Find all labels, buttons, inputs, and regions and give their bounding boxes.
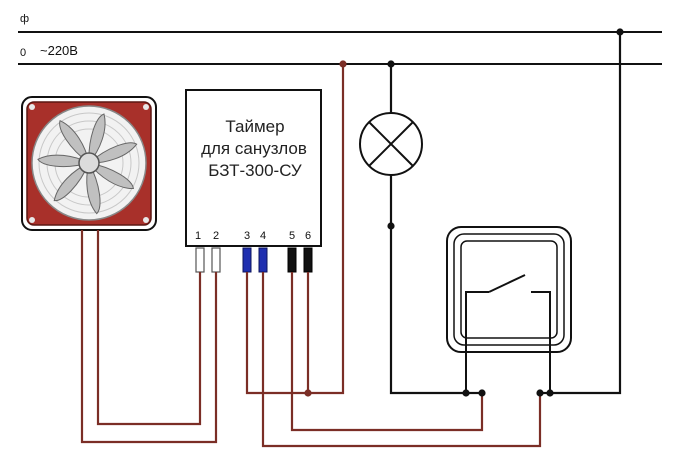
lamp-icon bbox=[359, 112, 423, 176]
junction-dots bbox=[304, 28, 624, 397]
fan-blade bbox=[37, 154, 91, 168]
terminal-stub-1 bbox=[195, 247, 205, 273]
terminal-number-1: 1 bbox=[195, 230, 201, 242]
terminal-number-2: 2 bbox=[213, 230, 219, 242]
junction-dot bbox=[462, 389, 470, 397]
terminal-number-5: 5 bbox=[289, 230, 295, 242]
junction-dot bbox=[304, 389, 312, 397]
junction-dot bbox=[536, 389, 544, 397]
timer-unit: Таймер для санузлов БЗТ-300-СУ 1 2 3 4 5… bbox=[185, 89, 322, 247]
wire-neutral-to-terminal-3 bbox=[245, 64, 345, 395]
voltage-label: ~220В bbox=[40, 43, 78, 58]
terminal-number-3: 3 bbox=[244, 230, 250, 242]
fan-blade bbox=[87, 142, 138, 164]
wire-lamp-to-switch bbox=[389, 175, 466, 395]
timer-title-line1: Таймер bbox=[225, 117, 284, 136]
wire-phase-to-switch bbox=[550, 32, 622, 395]
wire-fan-to-terminal-2 bbox=[80, 230, 218, 444]
junction-dot bbox=[339, 60, 347, 68]
fan-blade bbox=[88, 113, 106, 165]
terminal-stub-6 bbox=[303, 247, 313, 273]
fan-blade bbox=[86, 161, 101, 215]
terminal-stub-2 bbox=[211, 247, 221, 273]
phase-label: ф bbox=[20, 13, 29, 25]
terminal-number-4: 4 bbox=[260, 230, 266, 242]
terminal-stub-4 bbox=[258, 247, 268, 273]
wire-fan-to-terminal-1 bbox=[96, 230, 202, 426]
exhaust-fan-icon bbox=[21, 96, 157, 231]
fan-blade bbox=[87, 162, 135, 190]
terminal-number-6: 6 bbox=[305, 230, 311, 242]
junction-dot bbox=[478, 389, 486, 397]
junction-dot bbox=[387, 60, 395, 68]
junction-dot bbox=[387, 222, 395, 230]
fan-blade bbox=[59, 120, 90, 165]
terminal-stub-3 bbox=[242, 247, 252, 273]
wire-terminal-4-to-switch bbox=[261, 272, 542, 448]
terminal-stub-5 bbox=[287, 247, 297, 273]
neutral-label: 0 bbox=[20, 47, 26, 59]
wiring bbox=[80, 32, 622, 448]
junction-dot bbox=[616, 28, 624, 36]
fan-blade bbox=[53, 162, 90, 202]
wire-terminal-5-to-switch bbox=[290, 272, 484, 432]
timer-title-line2: для санузлов bbox=[201, 139, 307, 158]
timer-title-line3: БЗТ-300-СУ bbox=[208, 161, 302, 180]
light-switch-icon bbox=[446, 226, 572, 390]
junction-dot bbox=[546, 389, 554, 397]
